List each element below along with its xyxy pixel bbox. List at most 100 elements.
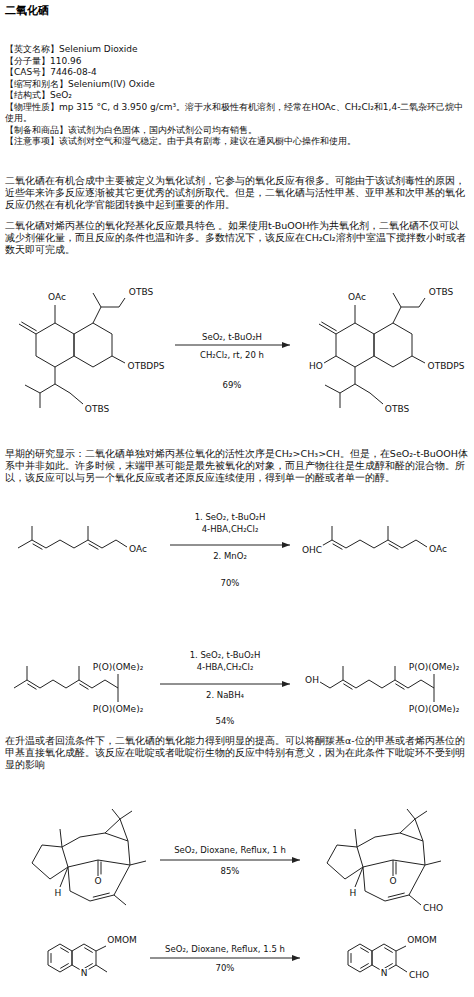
atom-label: OH [304,675,320,685]
atom-label: OMOM [106,935,138,945]
reagent-text: 2. MnO₂ [145,551,315,561]
bond-line [355,384,370,393]
bond-line [32,863,50,879]
bond-line [21,322,36,331]
atom-label: CHO [422,903,444,913]
bond-line [421,680,434,688]
bond-line [343,684,352,690]
bond-line [74,334,75,356]
paragraph: 在升温或者回流条件下，二氧化硒的氧化能力得到明显的提高。可以将酮羰基α-位的甲基… [5,735,469,771]
reagent-text: 70% [140,963,310,973]
bond-line [395,684,404,690]
bond-line [346,540,360,548]
bond-line [333,544,343,550]
bond-line [66,680,79,688]
bond-line [408,680,421,688]
bond-line [321,322,336,331]
atom-label: OTBS [128,287,154,297]
reaction-arrow [160,684,290,685]
reaction-arrow [150,958,300,959]
bond-line [396,862,397,875]
bond-line [372,944,384,951]
bond-line [340,393,341,408]
bond-line [327,863,345,879]
bond-line [389,544,399,550]
bond-line [55,367,56,384]
bond-line [382,680,395,688]
page-title: 二氧化硒 [5,3,49,18]
bond-line [388,893,405,897]
bond-line [337,845,357,847]
bond-line [372,951,373,965]
info-line: 【缩写和别名】Selenium(IV) Oxide [5,79,469,91]
atom-label: OTBS [384,404,410,414]
bond-line [18,540,32,548]
bond-line [72,951,73,965]
bond-line [369,680,382,688]
bond-line [384,944,396,951]
bond-line [355,356,374,367]
paragraph: 二氧化硒在有机合成中主要被定义为氧化试剂，它参与的氧化反应有很多。可能由于该试剂… [5,175,469,211]
bond-line [90,895,114,901]
bond-line [425,861,441,865]
bond-line [105,819,120,833]
bond-line [112,809,120,819]
bond-line [360,944,372,951]
bond-line [60,948,68,953]
bond-line [14,680,27,688]
bond-line [332,540,346,548]
bond-line [74,356,93,367]
reagent-text: CH₂Cl₂, rt, 20 h [147,350,317,360]
reaction-arrow [160,860,300,861]
bond-line [128,841,130,865]
bond-line [102,540,116,548]
bond-line [324,356,336,363]
reagent-text: 85% [145,866,315,876]
atom-label: H [54,888,63,898]
info-line: 【CAS号】7446-08-4 [5,67,469,79]
bond-line [60,944,72,951]
bond-line [40,680,53,688]
bond-line [79,680,92,688]
bond-line [363,860,393,867]
bond-line [93,307,101,323]
atom-label: OAc [347,292,367,302]
bond-line [51,953,52,963]
bond-line [27,666,28,680]
bond-line [27,680,40,688]
bond-line [36,356,55,367]
atom-label: N [80,968,89,978]
bond-line [416,540,427,547]
bond-line [46,540,60,548]
bond-line [402,540,416,548]
bond-line [374,334,375,356]
bond-line [363,867,365,891]
bond-line [48,944,60,951]
atom-label: OHC [301,545,323,555]
info-line: 【注意事项】该试剂对空气和湿气稳定。由于具有剧毒，建议在通风橱中心操作和使用。 [5,136,469,148]
bond-line [375,833,400,837]
bond-line [336,323,355,334]
bond-line [93,323,112,334]
bond-line [330,680,343,688]
bond-line [55,305,56,323]
bond-line [70,393,83,404]
bond-line [374,356,393,367]
bond-line [101,862,102,875]
bond-line [48,951,49,965]
bond-line [401,307,419,308]
atom-label: OTBDPS [427,361,466,371]
bond-line [388,526,389,540]
atom-label: N [380,968,389,978]
atom-label: P(O)(OMe)₂ [408,662,461,672]
bond-line [320,682,330,688]
bond-line [40,393,41,408]
bond-line [68,860,98,867]
bond-line [119,298,125,307]
info-line: 【物理性质】mp 315 °C, d 3.950 g/cm³。溶于水和极性有机溶… [5,102,469,125]
bond-line [348,951,349,965]
bond-line [93,356,112,367]
reagent-text: 1. SeO₂, t-BuO₂H [145,512,315,522]
bond-line [360,948,368,953]
bond-line [60,965,72,972]
